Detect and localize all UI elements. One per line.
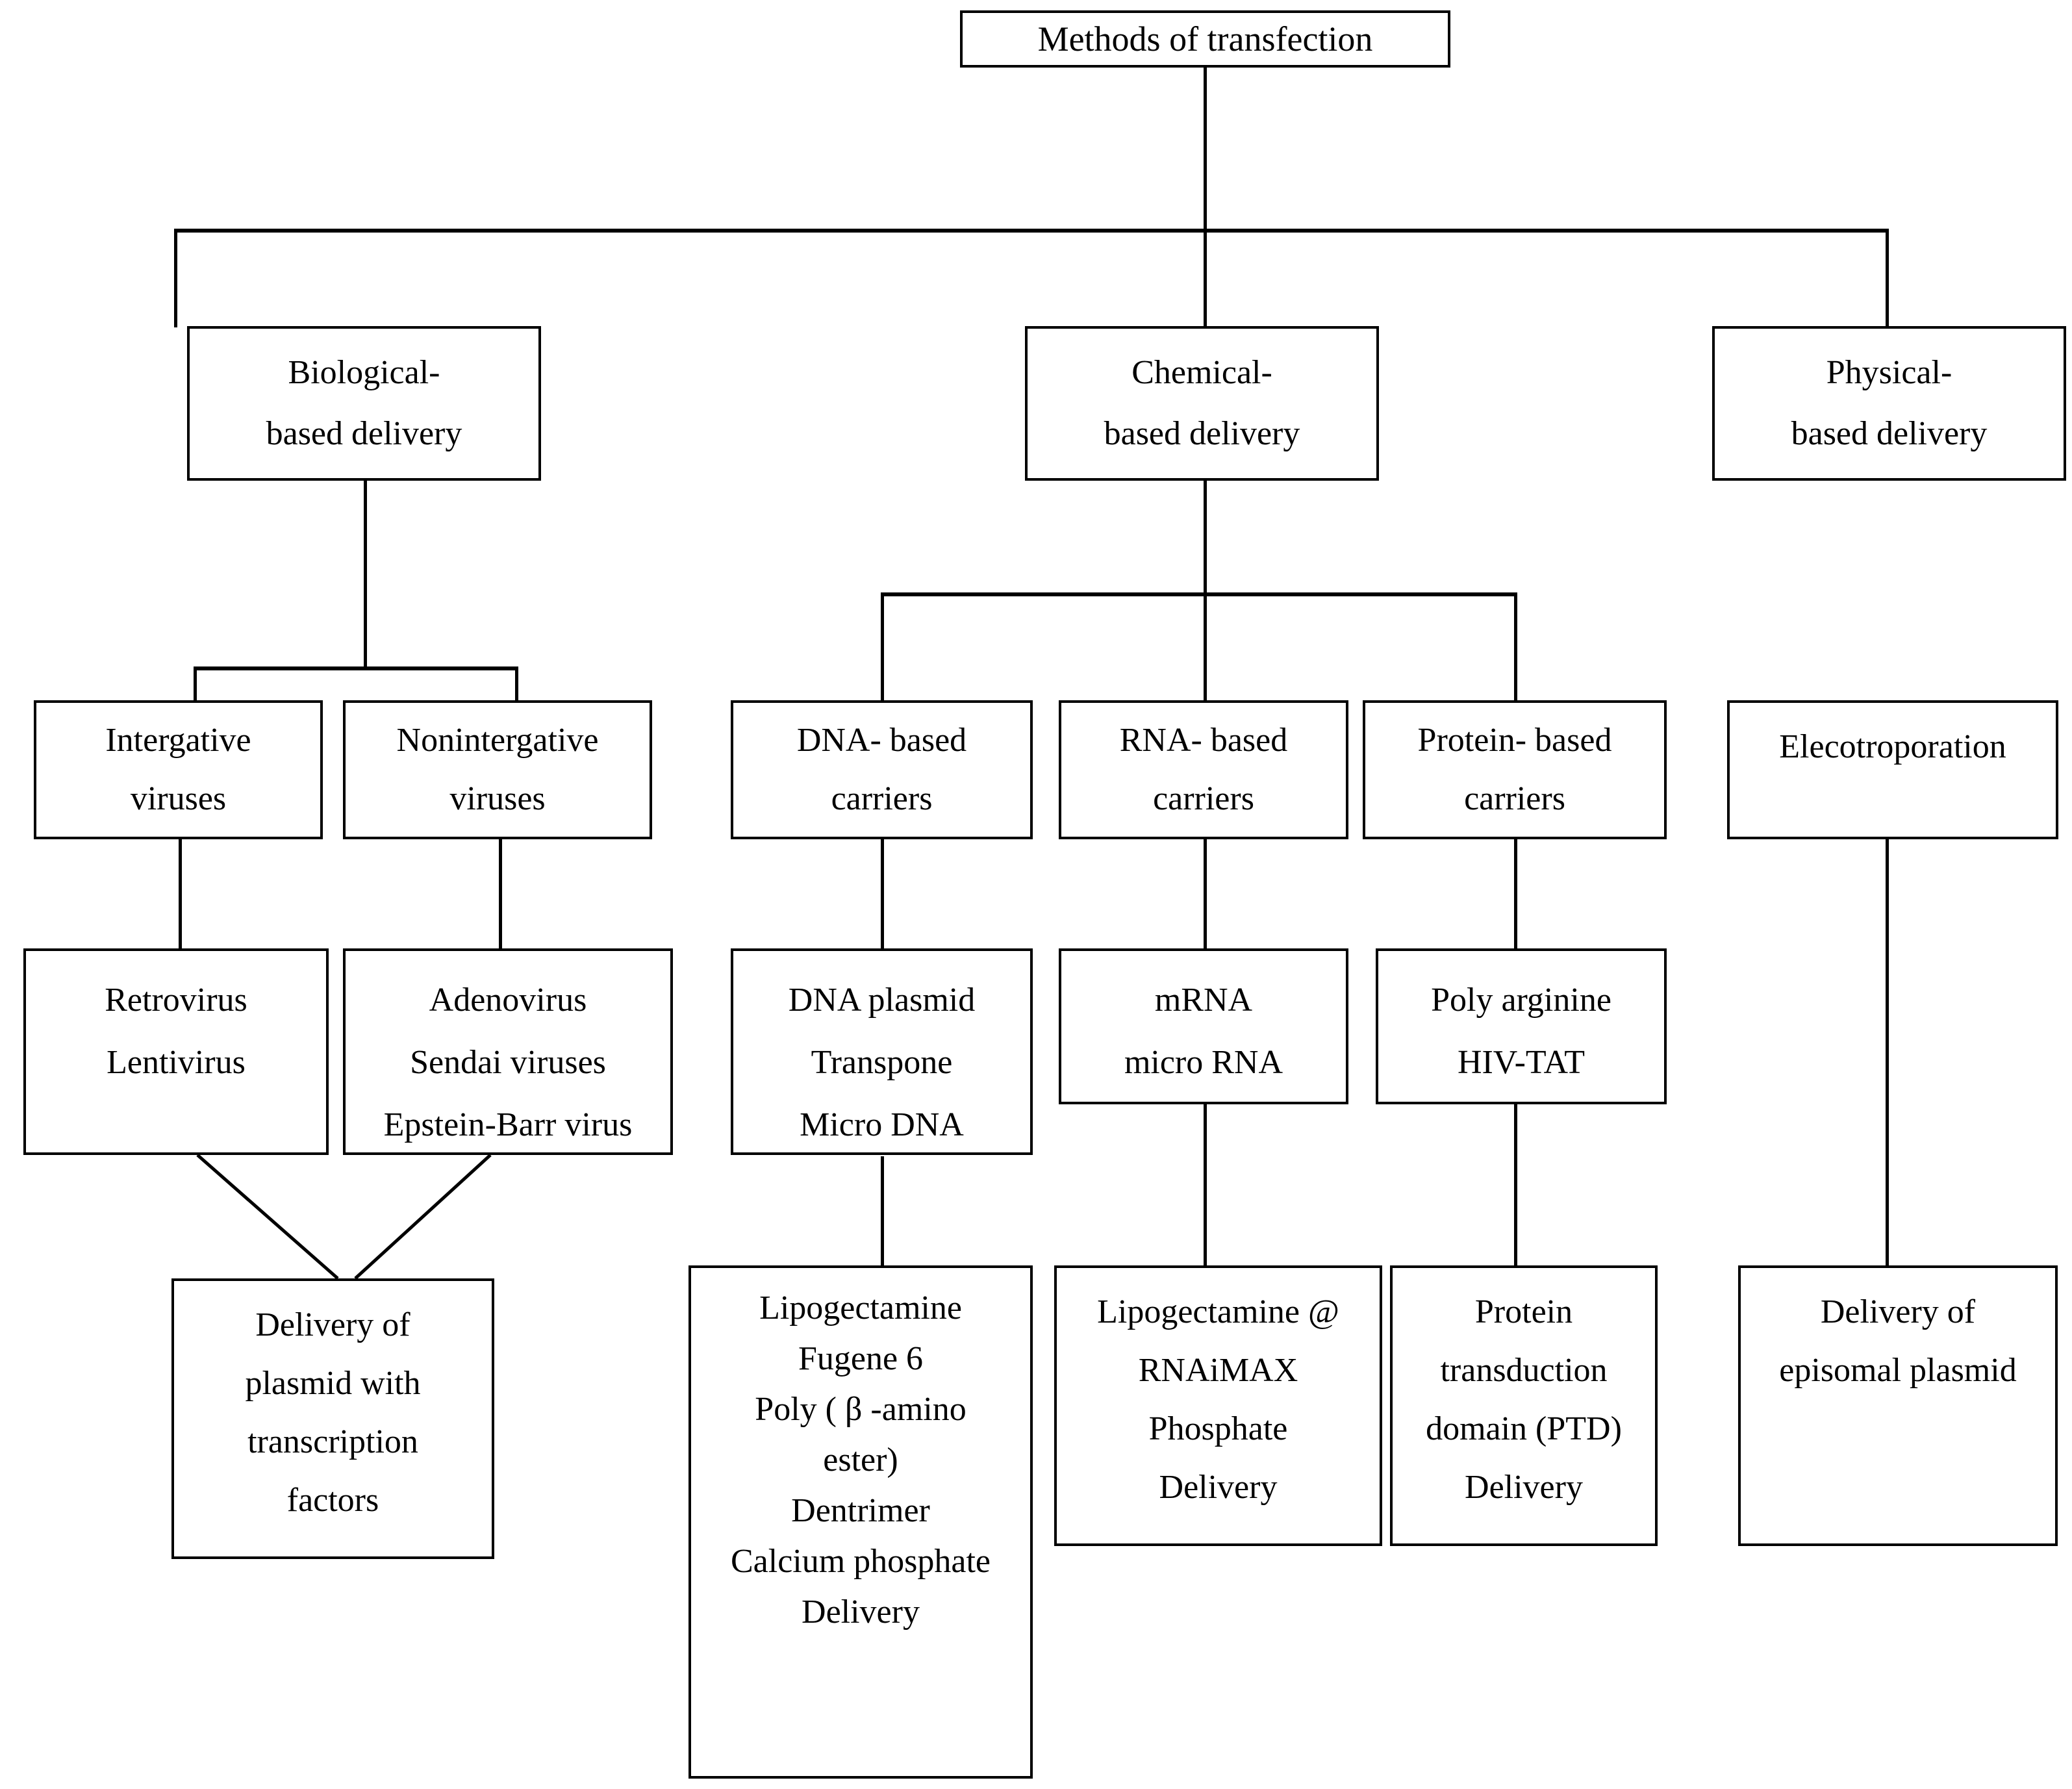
diagonal-right-line xyxy=(354,1154,492,1280)
node-chemical-line-1: based delivery xyxy=(1104,415,1300,452)
node-chemical-line-0: Chemical- xyxy=(1131,354,1272,391)
connector-chemical-bar xyxy=(881,592,1517,596)
connector-electroporation-to-episomal xyxy=(1886,838,1889,1267)
node-integrative-line-0: Intergative xyxy=(105,722,251,759)
node-poly-arginine[interactable]: Poly arginine HIV-TAT xyxy=(1376,948,1667,1104)
connector-drop-protein xyxy=(1514,592,1517,702)
connector-drop-rna xyxy=(1204,592,1207,702)
node-poly-arginine-line-0: Poly arginine xyxy=(1431,982,1611,1019)
connector-protein-to-polyarginine xyxy=(1514,838,1517,948)
node-biological-based-delivery[interactable]: Biological- based delivery xyxy=(187,326,541,481)
node-integrative-viruses[interactable]: Intergative viruses xyxy=(34,700,323,839)
node-adenovirus-line-2: Epstein-Barr virus xyxy=(383,1106,633,1143)
connector-polyarginine-to-ptd xyxy=(1514,1104,1517,1265)
node-retrovirus-line-0: Retrovirus xyxy=(105,982,247,1019)
node-mrna[interactable]: mRNA micro RNA xyxy=(1059,948,1348,1104)
node-nonintegrative-line-1: viruses xyxy=(449,780,546,817)
node-lipo-dna-line-4: Dentrimer xyxy=(791,1492,930,1529)
node-mrna-line-0: mRNA xyxy=(1154,982,1253,1019)
node-rna-based-carriers[interactable]: RNA- based carriers xyxy=(1059,700,1348,839)
node-retrovirus-line-1: Lentivirus xyxy=(107,1044,246,1081)
connector-nonintegrative-to-adenovirus xyxy=(499,838,502,948)
node-ptd-line-1: transduction xyxy=(1440,1352,1608,1389)
node-rna-carriers-line-1: carriers xyxy=(1153,780,1254,817)
node-adenovirus[interactable]: Adenovirus Sendai viruses Epstein-Barr v… xyxy=(343,948,673,1155)
connector-drop-dna xyxy=(881,592,884,702)
node-adenovirus-line-0: Adenovirus xyxy=(429,982,587,1019)
node-lipogectamine-dna-carriers[interactable]: Lipogectamine Fugene 6 Poly ( β -amino e… xyxy=(689,1265,1033,1779)
node-dna-carriers-line-0: DNA- based xyxy=(796,722,967,759)
connector-plasmid-to-lipo xyxy=(881,1156,884,1265)
node-delivery-plasmid-line-0: Delivery of xyxy=(255,1306,411,1343)
node-root-line-0: Methods of transfection xyxy=(1037,19,1373,58)
connector-mrna-to-lipo xyxy=(1204,1104,1207,1265)
node-lipo-dna-line-3: ester) xyxy=(823,1441,898,1478)
node-electroporation[interactable]: Elecotroporation xyxy=(1727,700,2058,839)
node-physical-line-0: Physical- xyxy=(1826,354,1952,391)
node-adenovirus-line-1: Sendai viruses xyxy=(410,1044,606,1081)
connector-drop-nonintegrative xyxy=(515,666,518,702)
node-chemical-based-delivery[interactable]: Chemical- based delivery xyxy=(1025,326,1379,481)
node-lipo-rna-line-1: RNAiMAX xyxy=(1138,1352,1298,1389)
node-root[interactable]: Methods of transfection xyxy=(960,10,1450,68)
node-lipo-dna-line-2: Poly ( β -amino xyxy=(755,1391,967,1428)
node-dna-plasmid-line-0: DNA plasmid xyxy=(788,982,976,1019)
connector-integrative-to-retrovirus xyxy=(179,838,182,948)
node-delivery-plasmid-line-1: plasmid with xyxy=(245,1365,421,1402)
node-protein-carriers-line-1: carriers xyxy=(1464,780,1565,817)
node-dna-based-carriers[interactable]: DNA- based carriers xyxy=(731,700,1033,839)
node-dna-plasmid-line-2: Micro DNA xyxy=(800,1106,964,1143)
node-delivery-of-episomal-plasmid[interactable]: Delivery of episomal plasmid xyxy=(1738,1265,2058,1546)
node-dna-plasmid[interactable]: DNA plasmid Transpone Micro DNA xyxy=(731,948,1033,1155)
connector-diagonal-pair xyxy=(196,1154,492,1280)
connector-rna-to-mrna xyxy=(1204,838,1207,948)
connector-biological-bar xyxy=(194,666,518,670)
node-poly-arginine-line-1: HIV-TAT xyxy=(1457,1044,1586,1081)
connector-level1-bar xyxy=(174,229,1889,233)
node-physical-based-delivery[interactable]: Physical- based delivery xyxy=(1712,326,2066,481)
node-physical-line-1: based delivery xyxy=(1791,415,1988,452)
node-biological-line-1: based delivery xyxy=(266,415,462,452)
node-dna-plasmid-line-1: Transpone xyxy=(811,1044,953,1081)
node-lipo-rna-line-0: Lipogectamine @ xyxy=(1097,1293,1339,1330)
node-integrative-line-1: viruses xyxy=(130,780,227,817)
node-lipo-rna-line-3: Delivery xyxy=(1159,1469,1278,1506)
node-biological-line-0: Biological- xyxy=(288,354,440,391)
node-episomal-line-1: episomal plasmid xyxy=(1779,1352,2017,1389)
node-delivery-of-plasmid-with-transcription-factors[interactable]: Delivery of plasmid with transcription f… xyxy=(171,1278,494,1559)
node-protein-transduction-domain[interactable]: Protein transduction domain (PTD) Delive… xyxy=(1390,1265,1658,1546)
node-lipogectamine-rnaimax[interactable]: Lipogectamine @ RNAiMAX Phosphate Delive… xyxy=(1054,1265,1382,1546)
node-rna-carriers-line-0: RNA- based xyxy=(1119,722,1288,759)
node-lipo-dna-line-6: Delivery xyxy=(802,1593,920,1630)
node-retrovirus[interactable]: Retrovirus Lentivirus xyxy=(23,948,329,1155)
node-ptd-line-0: Protein xyxy=(1474,1293,1573,1330)
connector-drop-physical xyxy=(1886,229,1889,327)
connector-biological-stem xyxy=(364,481,367,669)
connector-drop-integrative xyxy=(194,666,197,702)
diagonal-left-line xyxy=(196,1154,339,1280)
node-electroporation-line-0: Elecotroporation xyxy=(1779,728,2006,765)
node-lipo-dna-line-5: Calcium phosphate xyxy=(730,1543,991,1580)
node-episomal-line-0: Delivery of xyxy=(1820,1293,1976,1330)
connector-drop-biological xyxy=(174,229,177,327)
node-dna-carriers-line-1: carriers xyxy=(831,780,933,817)
node-protein-based-carriers[interactable]: Protein- based carriers xyxy=(1363,700,1667,839)
node-mrna-line-1: micro RNA xyxy=(1124,1044,1283,1081)
connector-drop-chemical xyxy=(1204,229,1207,327)
node-lipo-dna-line-0: Lipogectamine xyxy=(759,1289,962,1326)
connector-chemical-stem xyxy=(1204,481,1207,594)
node-ptd-line-2: domain (PTD) xyxy=(1426,1410,1622,1447)
connector-root-stem xyxy=(1204,65,1207,231)
node-lipo-dna-line-1: Fugene 6 xyxy=(798,1340,924,1377)
node-lipo-rna-line-2: Phosphate xyxy=(1148,1410,1288,1447)
node-nonintegrative-viruses[interactable]: Nonintergative viruses xyxy=(343,700,652,839)
node-delivery-plasmid-line-2: transcription xyxy=(247,1423,418,1460)
node-ptd-line-3: Delivery xyxy=(1465,1469,1583,1506)
node-nonintegrative-line-0: Nonintergative xyxy=(396,722,599,759)
node-protein-carriers-line-0: Protein- based xyxy=(1417,722,1612,759)
node-delivery-plasmid-line-3: factors xyxy=(286,1482,379,1519)
connector-dna-to-plasmid xyxy=(881,838,884,948)
